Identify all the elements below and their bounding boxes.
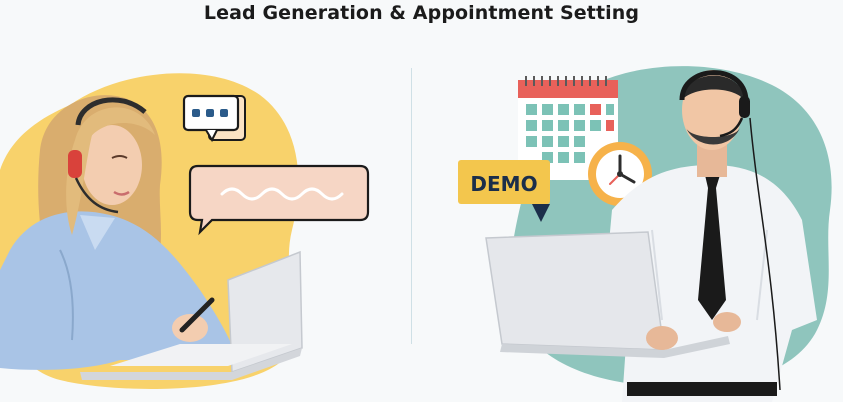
- demo-badge: DEMO: [458, 160, 550, 222]
- section-divider: [411, 68, 412, 344]
- calendar-icon: [518, 76, 618, 180]
- tie: [698, 175, 726, 320]
- speech-bubble-icon: [188, 164, 370, 236]
- appointment-setting-illustration: DEMO: [412, 0, 843, 402]
- demo-label: DEMO: [470, 172, 537, 196]
- laptop-icon: [80, 250, 303, 380]
- chat-typing-bubble-icon: [182, 94, 246, 143]
- page-title: Lead Generation & Appointment Setting: [203, 2, 640, 24]
- lead-generation-illustration: [0, 0, 412, 402]
- laptop-icon: [485, 231, 730, 358]
